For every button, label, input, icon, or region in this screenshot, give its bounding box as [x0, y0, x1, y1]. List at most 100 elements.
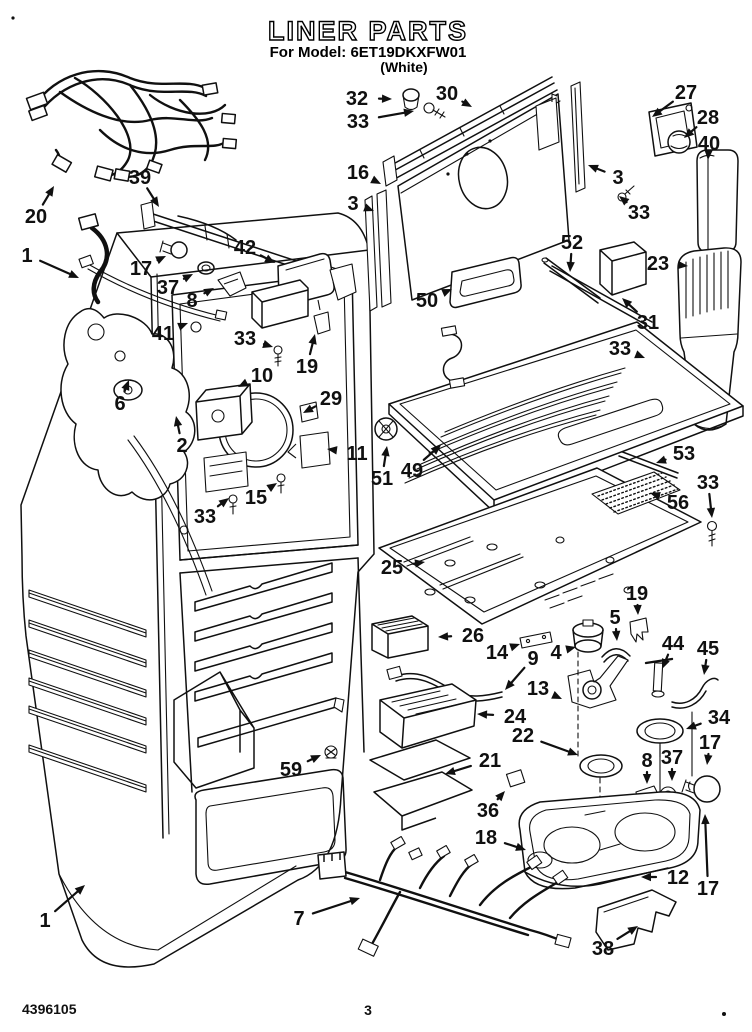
lower-pan-25 [378, 467, 702, 625]
callout-5: 5 [609, 607, 621, 641]
bracket-13 [567, 655, 629, 709]
callout-14: 14 [486, 642, 520, 664]
callout-4: 4 [550, 642, 576, 664]
callout-10: 10 [238, 365, 273, 387]
svg-text:40: 40 [698, 133, 720, 155]
svg-text:41: 41 [152, 323, 174, 345]
svg-text:33: 33 [609, 338, 631, 360]
top-rail-and-light [140, 201, 357, 335]
callout-3: 3 [588, 164, 624, 189]
svg-text:27: 27 [675, 82, 697, 104]
svg-text:34: 34 [708, 707, 731, 729]
callout-1: 1 [21, 245, 79, 278]
top-trim-rail-30 [385, 76, 558, 182]
svg-text:2: 2 [176, 435, 187, 457]
callout-33: 33 [619, 196, 650, 224]
callout-45: 45 [697, 638, 719, 675]
svg-text:5: 5 [609, 607, 620, 629]
doc-number: 4396105 [22, 1001, 77, 1017]
callout-52: 52 [561, 232, 583, 272]
callout-37: 37 [157, 274, 193, 299]
freezer-control-console [195, 345, 331, 515]
callout-27: 27 [652, 82, 697, 117]
screw-icon [423, 102, 435, 114]
callout-38: 38 [592, 926, 638, 960]
footer: 4396105 3 [22, 1001, 372, 1018]
svg-text:25: 25 [381, 557, 403, 579]
svg-text:12: 12 [667, 867, 689, 889]
callout-23: 23 [647, 253, 688, 275]
rod-31 [549, 265, 653, 328]
page-number: 3 [364, 1002, 372, 1018]
svg-text:29: 29 [320, 388, 342, 410]
svg-text:38: 38 [592, 938, 614, 960]
screw-59 [324, 745, 338, 759]
strip-14 [519, 631, 553, 649]
evap-cover-24 [379, 683, 477, 749]
callout-21: 21 [445, 750, 501, 776]
svg-text:59: 59 [280, 759, 302, 781]
header: LINER PARTS For Model: 6ET19DKXFW01 (Whi… [267, 15, 466, 75]
callout-17: 17 [697, 814, 719, 900]
callout-2: 2 [173, 416, 188, 457]
back-panel [364, 76, 586, 312]
callout-49: 49 [401, 445, 441, 482]
cap-part-32 [402, 88, 420, 102]
clip-36 [505, 769, 526, 788]
callout-1: 1 [39, 885, 85, 932]
callout-17: 17 [130, 256, 166, 280]
svg-text:49: 49 [401, 460, 423, 482]
svg-text:6: 6 [114, 393, 125, 415]
callout-7: 7 [293, 897, 360, 930]
svg-text:7: 7 [293, 908, 304, 930]
callout-34: 34 [686, 707, 731, 730]
svg-text:17: 17 [697, 878, 719, 900]
svg-text:56: 56 [667, 492, 689, 514]
callout-6: 6 [114, 380, 130, 415]
svg-text:19: 19 [626, 583, 648, 605]
callout-3: 3 [347, 193, 374, 215]
side-trim-3-right [570, 81, 586, 193]
svg-text:33: 33 [194, 506, 216, 528]
svg-text:17: 17 [130, 258, 152, 280]
control-box-26 [371, 615, 429, 659]
svg-text:11: 11 [346, 443, 367, 465]
callout-50: 50 [416, 289, 452, 312]
svg-text:13: 13 [527, 678, 549, 700]
svg-text:19: 19 [296, 356, 318, 378]
svg-text:36: 36 [477, 800, 499, 822]
foam-ducts-21 [369, 739, 473, 831]
svg-text:52: 52 [561, 232, 583, 254]
svg-text:23: 23 [647, 253, 669, 275]
svg-text:15: 15 [245, 487, 267, 509]
callout-19: 19 [296, 334, 318, 378]
callout-56: 56 [650, 492, 689, 514]
callout-33: 33 [347, 108, 414, 133]
callout-8: 8 [186, 288, 214, 312]
light-bulb-icon [681, 775, 721, 803]
mat-56 [591, 471, 681, 515]
s-bracket [442, 333, 463, 383]
ring-22 [579, 754, 623, 778]
interior-shelf-rails [194, 562, 345, 748]
drain-cup-4 [572, 619, 604, 653]
callout-12: 12 [641, 867, 689, 889]
svg-text:3: 3 [347, 193, 358, 215]
svg-text:8: 8 [641, 750, 652, 772]
bottom-parts [369, 615, 721, 856]
svg-text:22: 22 [512, 725, 534, 747]
callout-33: 33 [234, 328, 273, 350]
svg-text:17: 17 [699, 732, 721, 754]
callout-8: 8 [641, 750, 653, 784]
handle-plate-50 [449, 256, 522, 309]
drain-pan-12 [518, 791, 701, 890]
strap-45 [671, 677, 719, 709]
callout-20: 20 [25, 186, 54, 228]
callout-9: 9 [505, 648, 539, 690]
svg-text:33: 33 [697, 472, 719, 494]
harness-plug [317, 851, 347, 880]
actuator-44 [644, 657, 674, 698]
deflector-38 [595, 889, 677, 951]
callout-40: 40 [698, 133, 720, 160]
